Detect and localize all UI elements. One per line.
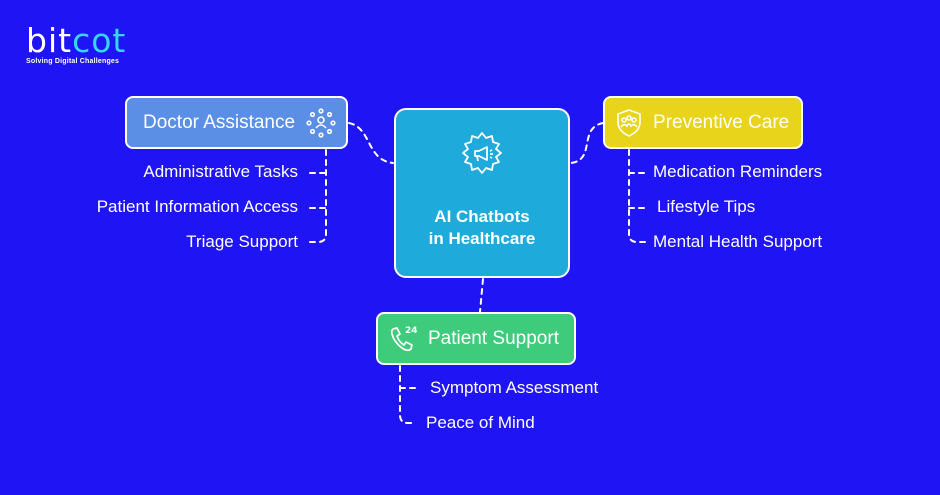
- brand-wordmark: bitcot: [26, 24, 126, 57]
- preventive-care-node: Preventive Care: [603, 96, 803, 149]
- center-node: AI Chatbots in Healthcare: [394, 108, 570, 278]
- patient-support-node: 24 Patient Support: [376, 312, 576, 365]
- doctor-assistance-node: Doctor Assistance: [125, 96, 348, 149]
- patient-item-2: Peace of Mind: [426, 413, 535, 432]
- preventive-item-2: Lifestyle Tips: [657, 197, 756, 216]
- connector-patient-items: [399, 365, 417, 424]
- center-title: AI Chatbots in Healthcare: [429, 206, 536, 250]
- preventive-care-title: Preventive Care: [653, 111, 790, 133]
- connector-doctor-center: [348, 122, 394, 164]
- network-people-icon: [306, 108, 336, 138]
- doctor-item-2: Patient Information Access: [96, 197, 298, 216]
- connector-center-patient: [479, 278, 484, 313]
- svg-text:24: 24: [405, 326, 418, 336]
- brand-tagline: Solving Digital Challenges: [26, 58, 120, 65]
- connector-doctor-items: [309, 149, 327, 243]
- center-title-line2: in Healthcare: [428, 229, 536, 248]
- brand-logo: bitcot Solving Digital Challenges: [26, 24, 126, 65]
- phone-24-icon: 24: [388, 323, 420, 355]
- doctor-item-3: Triage Support: [186, 232, 298, 251]
- doctor-item-1: Administrative Tasks: [143, 162, 298, 181]
- preventive-item-1: Medication Reminders: [653, 162, 823, 181]
- shield-people-icon: [614, 108, 644, 138]
- connector-preventive-items: [628, 149, 646, 243]
- gear-megaphone-icon: [459, 130, 505, 176]
- doctor-assistance-title: Doctor Assistance: [143, 111, 296, 133]
- patient-support-title: Patient Support: [428, 327, 559, 349]
- preventive-item-3: Mental Health Support: [653, 232, 823, 251]
- patient-item-1: Symptom Assessment: [430, 378, 599, 397]
- brand-name-part1: bit: [26, 21, 73, 60]
- connector-preventive-center: [570, 122, 604, 164]
- center-title-line1: AI Chatbots: [434, 207, 530, 226]
- brand-name-part2: cot: [72, 21, 127, 60]
